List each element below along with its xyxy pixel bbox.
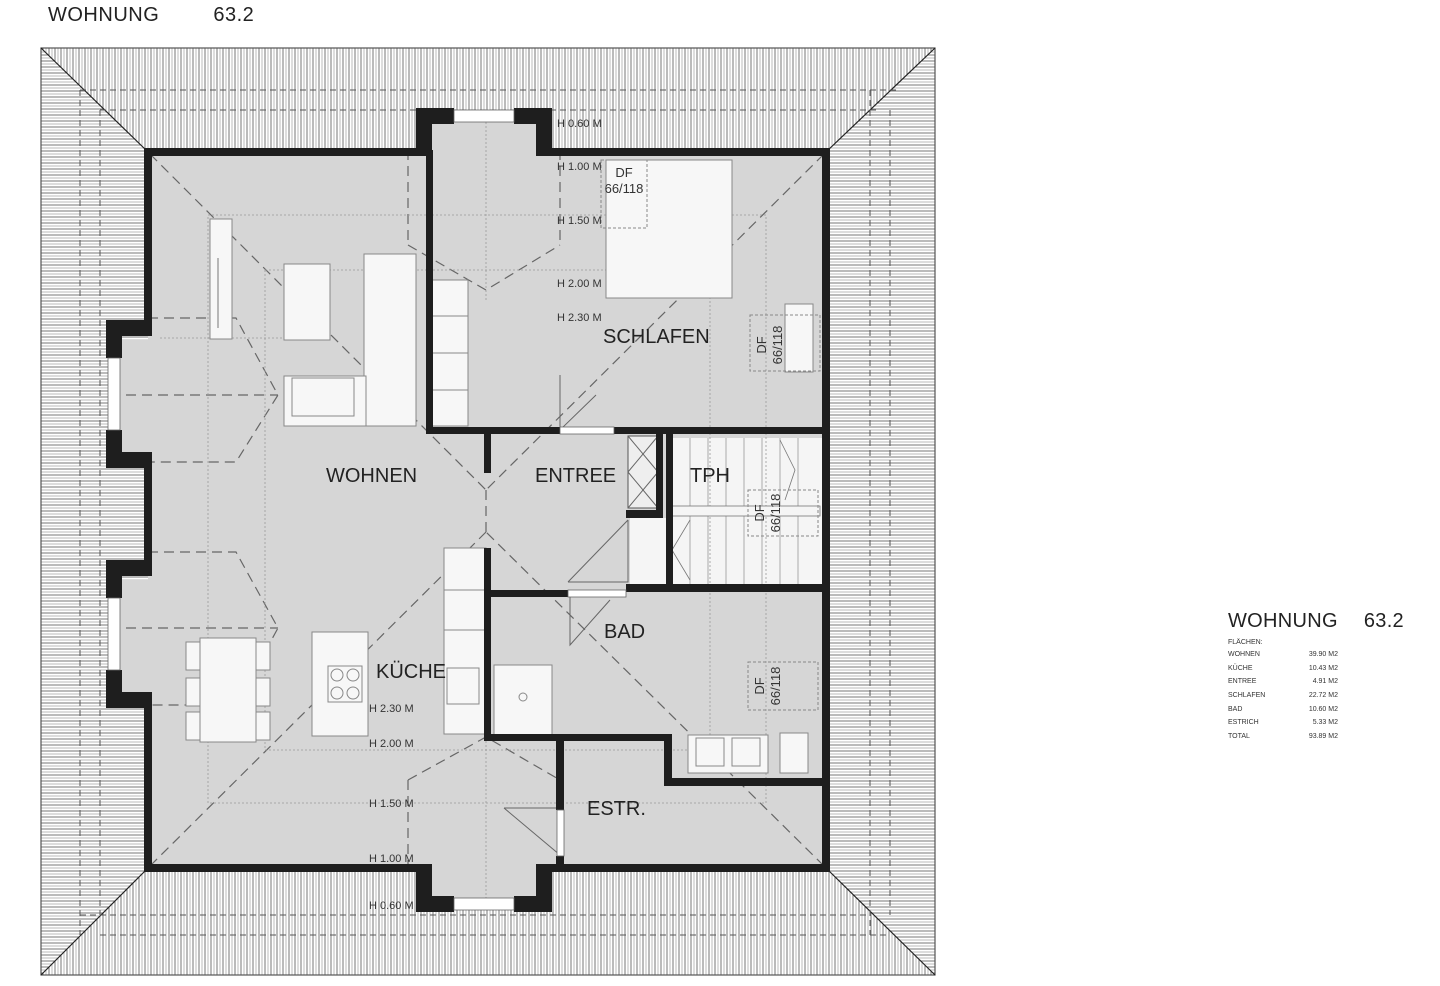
page-title: WOHNUNG 63.2 [48,4,254,27]
page-title-number: 63.2 [213,4,255,26]
room-labels: WOHNEN KÜCHE ENTREE SCHLAFEN TPH BAD EST… [326,326,730,820]
table-row: BAD 10.60 M2 [1228,702,1338,716]
df-size: 66/118 [605,181,644,196]
table-row: ENTREE 4.91 M2 [1228,675,1338,689]
df-size: 66/118 [768,494,783,533]
table-row: SCHLAFEN 22.72 M2 [1228,689,1338,703]
df-label: DF [615,165,632,180]
area-value: 10.60 M2 [1308,705,1338,713]
df-size: 66/118 [768,667,783,706]
table-row: ESTRICH 5.33 M2 [1228,716,1338,730]
area-legend: WOHNUNG 63.2 FLÄCHEN: WOHNEN 39.90 M2 KÜC… [1228,610,1408,743]
walls [106,108,830,912]
area-value: 4.91 M2 [1312,678,1338,686]
height-mark: H 0.60 M [557,118,602,130]
height-marks: H 0.60 M H 1.00 M H 1.50 M H 2.00 M H 2.… [369,118,602,912]
area-label: KÜCHE [1228,664,1253,672]
height-mark: H 2.00 M [557,278,602,290]
room-label-tph: TPH [690,465,730,487]
height-mark: H 2.30 M [369,703,414,715]
height-mark: H 1.50 M [557,215,602,227]
area-value: 93.89 M2 [1308,732,1338,740]
area-label: TOTAL [1228,732,1250,740]
room-label-schlafen: SCHLAFEN [603,326,710,348]
table-row: KÜCHE 10.43 M2 [1228,662,1338,676]
windows [107,109,627,911]
height-mark: H 1.00 M [369,853,414,865]
df-label: DF [752,677,767,694]
page-title-label: WOHNUNG [48,4,160,26]
roof-window-labels: DF 66/118 DF 66/118 DF 66/118 DF 66/118 [605,165,785,705]
height-mark: H 1.00 M [557,161,602,173]
area-label: ESTRICH [1228,719,1259,727]
room-label-wohnen: WOHNEN [326,465,417,487]
area-value: 39.90 M2 [1308,651,1338,659]
area-value: 10.43 M2 [1308,664,1338,672]
room-label-estr: ESTR. [587,798,646,820]
height-mark: H 2.30 M [557,312,602,324]
area-value: 22.72 M2 [1308,692,1338,700]
area-value: 5.33 M2 [1312,719,1338,727]
area-label: ENTREE [1228,678,1257,686]
furniture [185,159,814,774]
area-table: WOHNEN 39.90 M2 KÜCHE 10.43 M2 ENTREE 4.91 … [1228,648,1338,743]
door-swings [503,375,659,856]
height-mark: H 0.60 M [369,900,414,912]
area-label: WOHNEN [1228,651,1260,659]
df-size: 66/118 [770,326,785,365]
df-label: DF [754,336,769,353]
legend-subtitle: FLÄCHEN: [1228,639,1263,646]
df-label: DF [752,504,767,521]
room-label-bad: BAD [604,621,645,643]
table-row: TOTAL 93.89 M2 [1228,730,1338,744]
roof-hatching [40,47,936,976]
area-label: BAD [1228,705,1243,713]
bed [605,159,733,299]
room-label-entree: ENTREE [535,465,616,487]
height-mark: H 1.50 M [369,798,414,810]
legend-title: WOHNUNG [1228,610,1338,632]
roof-windows [600,159,821,711]
area-label: SCHLAFEN [1228,692,1266,700]
height-mark: H 2.00 M [369,738,414,750]
stair [671,438,821,586]
table-row: WOHNEN 39.90 M2 [1228,648,1338,662]
legend-number: 63.2 [1363,610,1404,632]
room-label-kueche: KÜCHE [376,661,446,683]
dining-table [199,637,257,743]
legend-header: WOHNUNG 63.2 [1228,610,1404,633]
